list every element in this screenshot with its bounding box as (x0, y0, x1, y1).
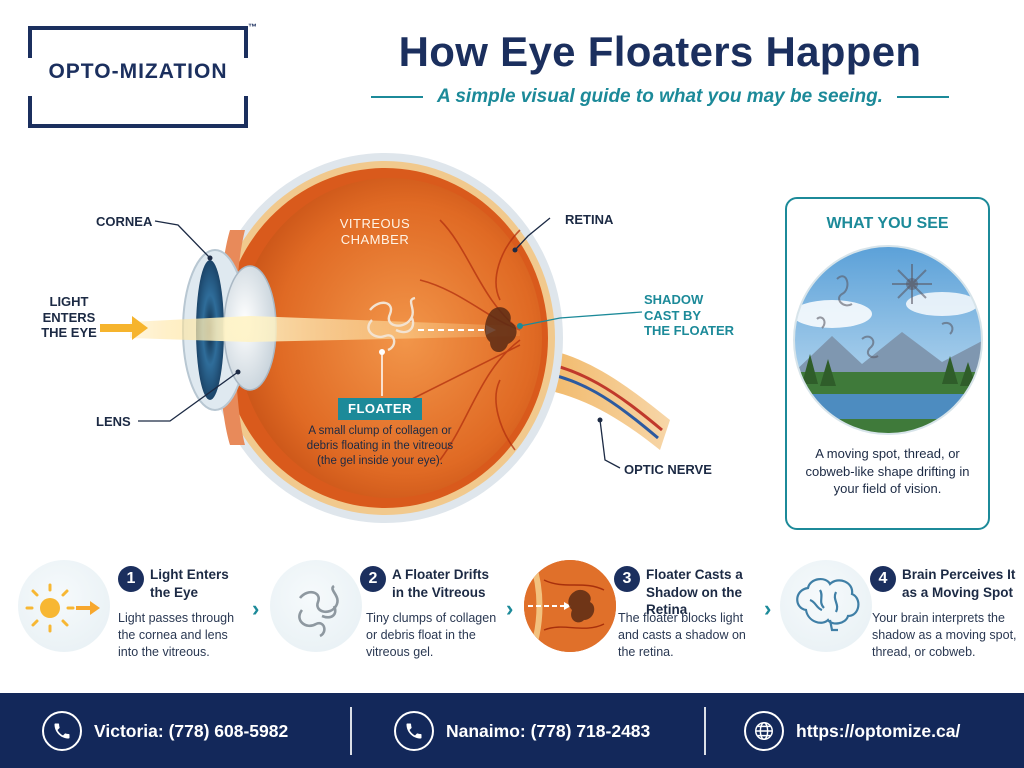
label-retina: RETINA (565, 212, 614, 227)
light-arrow (100, 324, 132, 332)
what-you-see-card: WHAT YOU SEE (785, 197, 990, 530)
floater-view-illustration (793, 245, 983, 435)
sun-icon (18, 560, 110, 652)
retina-shadow (484, 307, 517, 353)
step-3: 3 Floater Casts a Shadow on the Retina T… (524, 558, 764, 670)
floater-icon (270, 560, 362, 652)
globe-icon (744, 711, 784, 751)
step-3-description: The floater blocks light and casts a sha… (618, 611, 746, 659)
what-you-see-title: WHAT YOU SEE (826, 215, 949, 232)
chevron-right-icon: › (764, 596, 772, 621)
step-4-title: Brain Perceives It as a Moving Spot (902, 567, 1016, 600)
victoria-phone[interactable]: Victoria: (778) 608-5982 (94, 720, 289, 741)
label-light-enters: LIGHT ENTERS THE EYE (41, 294, 97, 341)
chevron-right-icon: › (506, 596, 514, 621)
footer-divider (350, 707, 352, 755)
subtitle-rule-left (371, 96, 424, 98)
step-3-title: Floater Casts a Shadow on the Retina (646, 567, 743, 618)
subtitle-rule-right (896, 96, 949, 98)
contact-website[interactable]: https://optomize.ca/ (744, 711, 960, 751)
step-1: 1 Light Enters the Eye Light passes thro… (18, 558, 253, 670)
step-2-number: 2 (360, 566, 386, 592)
brand-logo: OPTO-MIZATION (22, 26, 254, 128)
label-optic-nerve: OPTIC NERVE (624, 462, 712, 477)
logo-text: OPTO-MIZATION (48, 60, 228, 83)
step-4-description: Your brain interprets the shadow as a mo… (872, 611, 1017, 659)
phone-icon (42, 711, 82, 751)
step-3-number: 3 (614, 566, 640, 592)
contact-nanaimo[interactable]: Nanaimo: (778) 718-2483 (394, 711, 650, 751)
contact-victoria[interactable]: Victoria: (778) 608-5982 (42, 711, 288, 751)
step-2-description: Tiny clumps of collagen or debris float … (366, 611, 497, 659)
step-2: 2 A Floater Drifts in the Vitreous Tiny … (270, 558, 510, 670)
retina-shadow-icon (524, 560, 616, 652)
brain-icon (780, 560, 872, 652)
step-4: 4 Brain Perceives It as a Moving Spot Yo… (780, 558, 1020, 670)
website-link[interactable]: https://optomize.ca/ (796, 720, 961, 741)
step-1-description: Light passes through the cornea and lens… (118, 611, 235, 659)
label-vitreous-chamber: VITREOUS CHAMBER (339, 216, 411, 248)
page-subtitle: A simple visual guide to what you may be… (437, 86, 883, 107)
label-shadow-cast: SHADOW CAST BY THE FLOATER (644, 292, 735, 339)
trademark-symbol: ™ (248, 22, 257, 32)
page-title: How Eye Floaters Happen (398, 28, 922, 75)
light-beam (130, 316, 520, 342)
what-you-see-description: A moving spot, thread, or cobweb-like sh… (805, 446, 970, 497)
floater-shape (367, 296, 416, 352)
subtitle-row: A simple visual guide to what you may be… (350, 86, 970, 108)
phone-icon (394, 711, 434, 751)
floater-description: A small clump of collagen or debris floa… (306, 425, 454, 467)
floater-badge: FLOATER (338, 398, 422, 420)
chevron-right-icon: › (252, 596, 260, 621)
footer-contact-bar: Victoria: (778) 608-5982 Nanaimo: (778) … (0, 693, 1024, 768)
nanaimo-phone[interactable]: Nanaimo: (778) 718-2483 (446, 720, 651, 741)
step-1-title: Light Enters the Eye (150, 567, 229, 600)
eye-cross-section-diagram (100, 153, 670, 523)
label-cornea: CORNEA (96, 214, 153, 229)
label-lens: LENS (96, 414, 131, 429)
step-1-number: 1 (118, 566, 144, 592)
step-2-title: A Floater Drifts in the Vitreous (392, 567, 490, 600)
step-4-number: 4 (870, 566, 896, 592)
footer-divider (704, 707, 706, 755)
